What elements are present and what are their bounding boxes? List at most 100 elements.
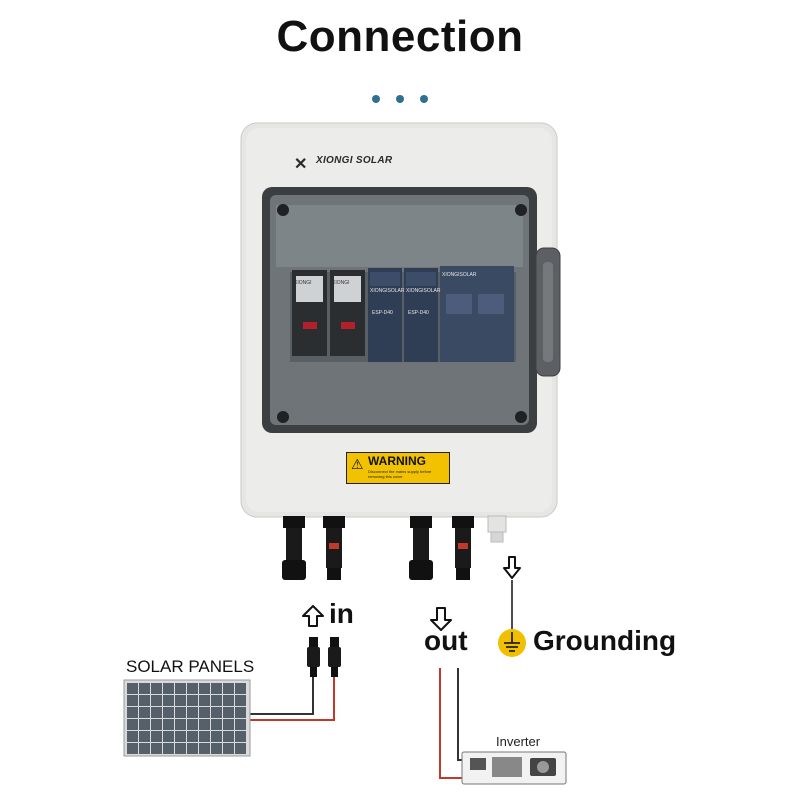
- solar-cell: [223, 707, 234, 718]
- solar-cell: [235, 731, 246, 742]
- solar-cell: [163, 683, 174, 694]
- spd-1: [368, 268, 402, 362]
- solar-cell: [223, 695, 234, 706]
- solar-cell: [223, 743, 234, 754]
- warning-title: WARNING: [368, 454, 426, 468]
- breaker-1: [292, 270, 327, 356]
- wire-red: [439, 668, 462, 779]
- solar-cell: [223, 719, 234, 730]
- solar-cell: [199, 695, 210, 706]
- screw: [277, 204, 289, 216]
- fuse-holder: [440, 266, 514, 362]
- screw: [515, 204, 527, 216]
- mc4-connector-out-1: [409, 516, 433, 580]
- solar-cell: [151, 683, 162, 694]
- solar-cell: [187, 695, 198, 706]
- solar-cell: [211, 707, 222, 718]
- inverter: [461, 751, 567, 785]
- solar-cell: [175, 719, 186, 730]
- solar-cell: [127, 707, 138, 718]
- solar-cell: [139, 731, 150, 742]
- in-label: in: [329, 598, 354, 629]
- solar-cell: [235, 683, 246, 694]
- solar-cell: [211, 731, 222, 742]
- solar-cell: [151, 719, 162, 730]
- page-title: Connection: [276, 12, 524, 61]
- solar-cell: [187, 743, 198, 754]
- arrow-down-icon: [503, 556, 521, 579]
- solar-cell: [151, 707, 162, 718]
- solar-cell: [127, 719, 138, 730]
- fuse-label: XIONGISOLAR: [442, 272, 477, 278]
- solar-cell: [235, 707, 246, 718]
- mc4-connector-in-2: [323, 516, 345, 580]
- solar-cell: [163, 731, 174, 742]
- solar-cell: [175, 743, 186, 754]
- solar-cell: [139, 695, 150, 706]
- solar-cell: [223, 731, 234, 742]
- solar-cell: [139, 707, 150, 718]
- solar-cell: [127, 743, 138, 754]
- mc4-connector-out-2: [452, 516, 474, 580]
- solar-cell: [151, 743, 162, 754]
- cover-glare: [276, 205, 523, 267]
- solar-cell: [187, 731, 198, 742]
- solar-cell: [175, 695, 186, 706]
- solar-cell: [139, 743, 150, 754]
- mc4-connector-in-1: [282, 516, 306, 580]
- mc4-connector-pair: [307, 637, 341, 677]
- solar-cell: [211, 743, 222, 754]
- solar-cell: [187, 683, 198, 694]
- solar-cell: [235, 695, 246, 706]
- solar-cell: [163, 695, 174, 706]
- solar-panel: [123, 679, 251, 757]
- solar-cell: [199, 719, 210, 730]
- solar-cell: [175, 731, 186, 742]
- solar-cell: [199, 731, 210, 742]
- brand-logo: XIONGI SOLAR: [316, 155, 393, 166]
- solar-cell: [127, 731, 138, 742]
- arrow-down-icon: [430, 607, 452, 631]
- solar-cell: [187, 707, 198, 718]
- solar-cell: [163, 707, 174, 718]
- solar-cell: [235, 743, 246, 754]
- warning-label: [346, 452, 450, 484]
- solar-cell: [211, 695, 222, 706]
- wire-black: [248, 677, 314, 715]
- wire-black: [457, 668, 462, 761]
- solar-cell: [175, 707, 186, 718]
- solar-panels-label: SOLAR PANELS: [126, 657, 255, 676]
- solar-cell: [211, 719, 222, 730]
- solar-cell: [175, 683, 186, 694]
- spd-2: [404, 268, 438, 362]
- solar-cell: [199, 707, 210, 718]
- spd-1-model: ESP-D40: [372, 310, 393, 316]
- out-label: out: [424, 625, 468, 656]
- solar-cell: [235, 719, 246, 730]
- pagination-dot: [420, 95, 428, 103]
- logo-icon: ✕: [294, 156, 308, 173]
- solar-cell: [199, 683, 210, 694]
- solar-cell: [127, 695, 138, 706]
- solar-cell: [139, 683, 150, 694]
- solar-cell: [163, 719, 174, 730]
- breaker-2-label: XIONGI: [332, 280, 350, 286]
- pagination-dot: [372, 95, 380, 103]
- solar-cell: [151, 695, 162, 706]
- spd-2-model: ESP-D40: [408, 310, 429, 316]
- screw: [277, 411, 289, 423]
- warning-triangle-icon: ⚠: [351, 456, 364, 472]
- spd-2-label: XIONGISOLAR: [406, 288, 441, 294]
- breaker-1-label: XIONGI: [294, 280, 312, 286]
- arrow-up-icon: [302, 605, 324, 627]
- screw: [515, 411, 527, 423]
- pagination-dot: [396, 95, 404, 103]
- solar-cell: [199, 743, 210, 754]
- solar-cell: [139, 719, 150, 730]
- solar-cell: [163, 743, 174, 754]
- cable-gland: [487, 515, 507, 543]
- solar-cell: [223, 683, 234, 694]
- spd-1-label: XIONGISOLAR: [370, 288, 405, 294]
- solar-cell: [127, 683, 138, 694]
